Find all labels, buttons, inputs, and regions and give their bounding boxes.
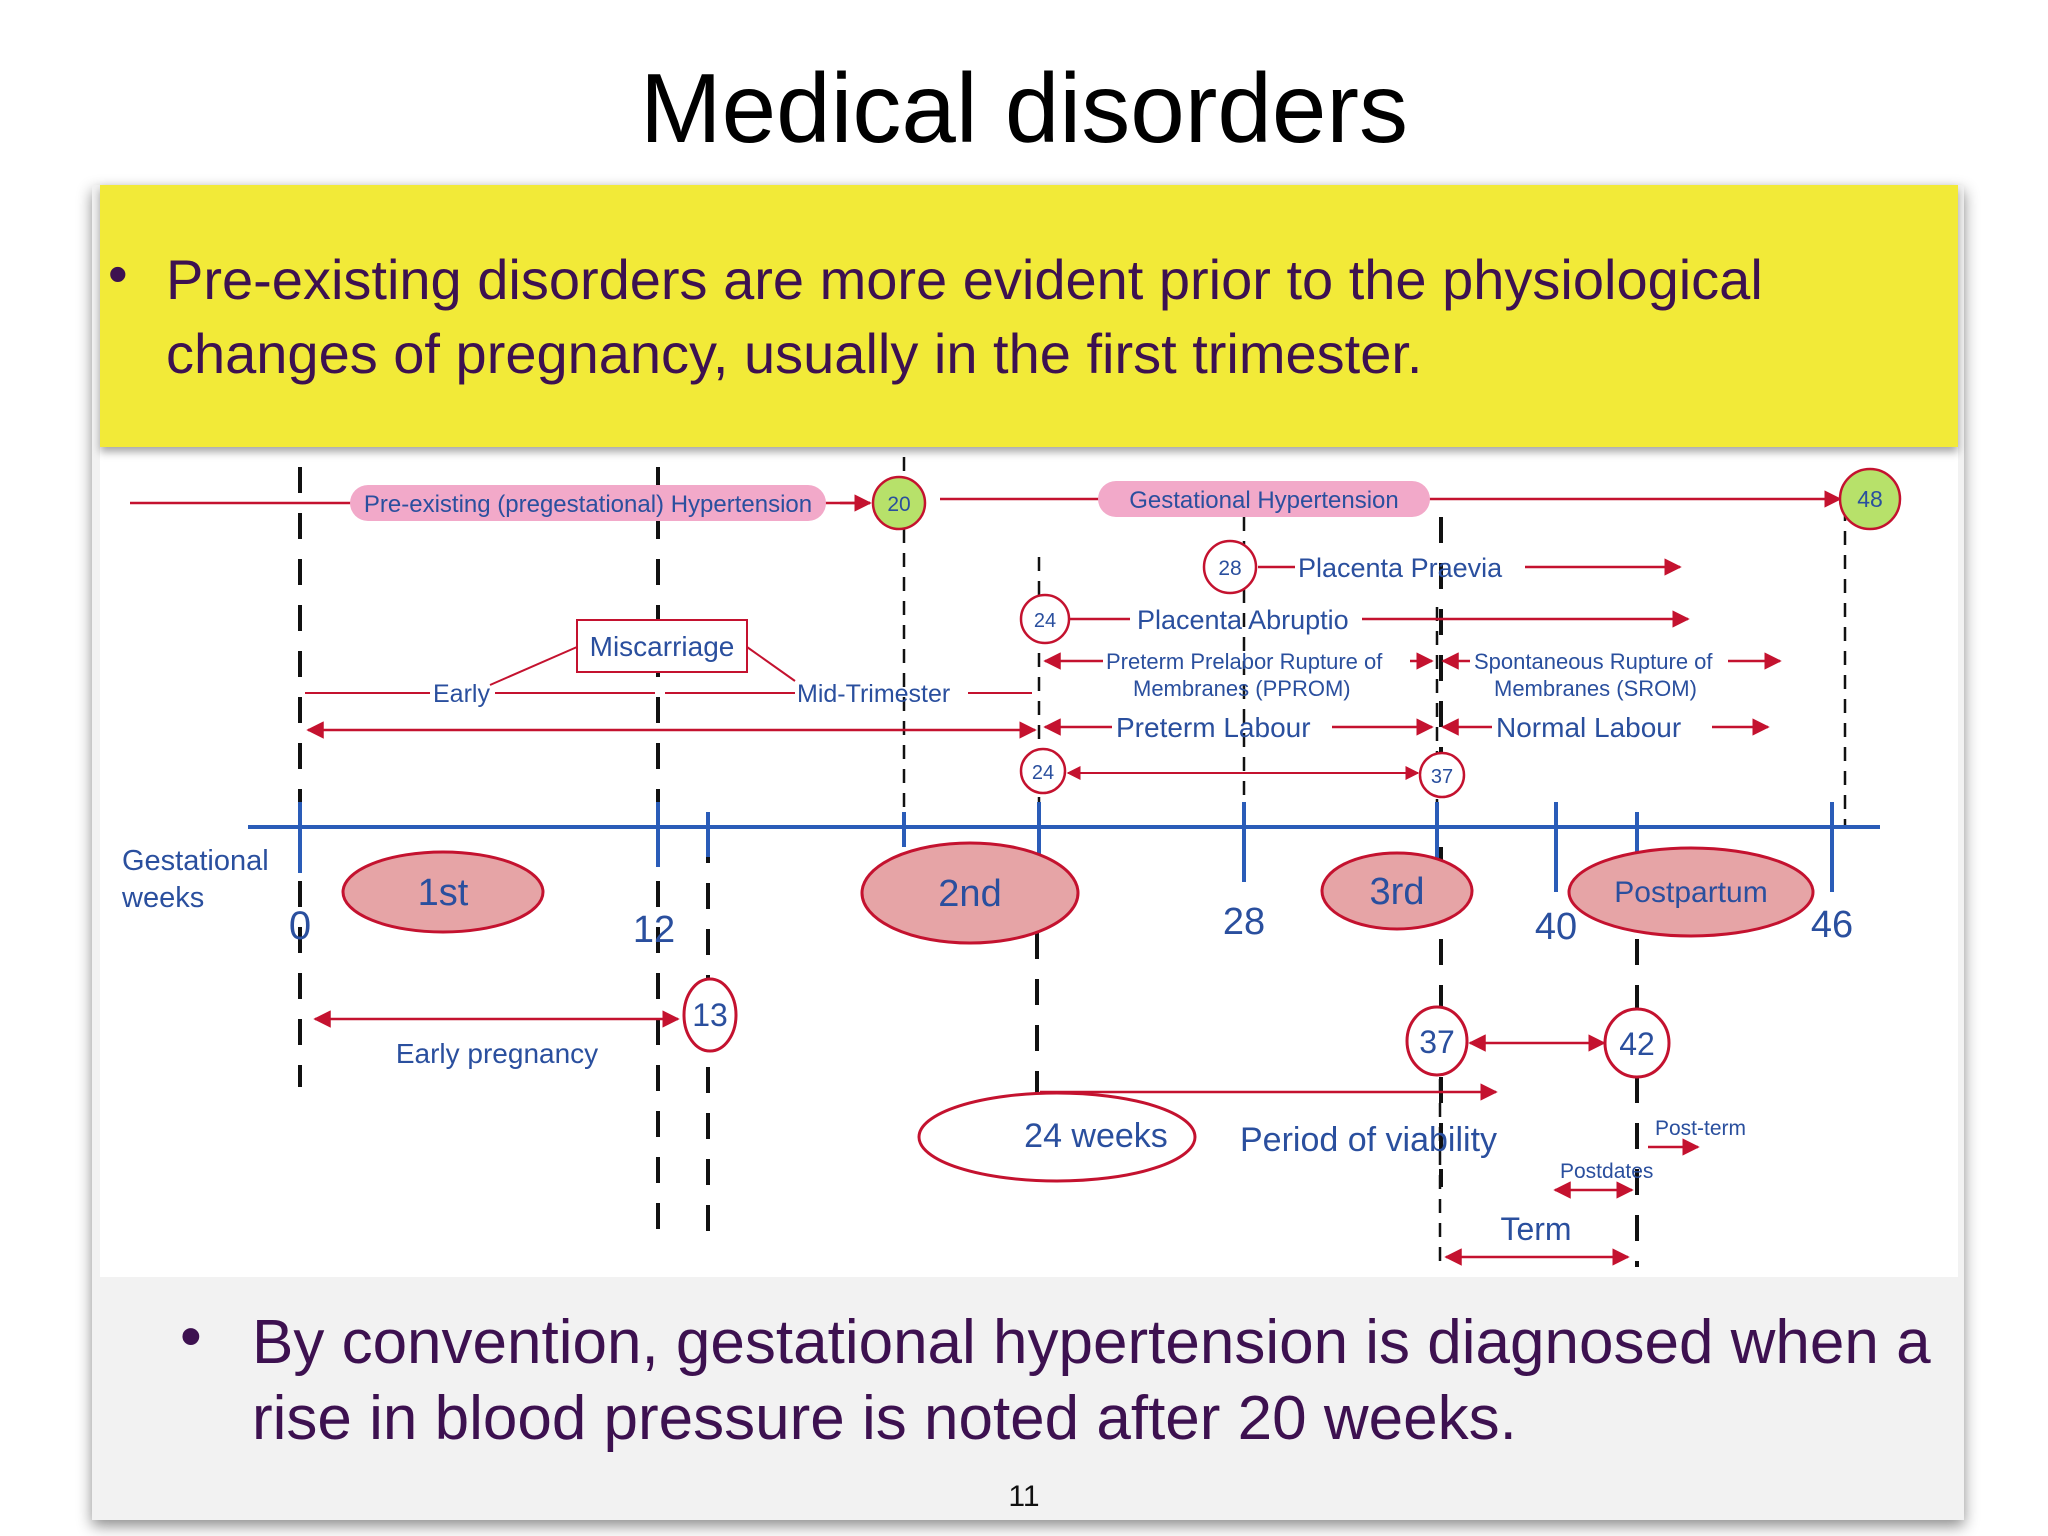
- preexisting-hypertension-pill: [350, 485, 826, 521]
- postpartum-oval: [1567, 846, 1815, 938]
- bullet-text: By convention, gestational hypertension …: [252, 1308, 1931, 1453]
- marker-24: [1019, 747, 1067, 795]
- trimester-3rd-label: 3rd: [1370, 871, 1425, 913]
- normal-labour-label: Normal Labour: [1496, 712, 1681, 743]
- tick-label-40: 40: [1535, 906, 1577, 948]
- post-term-label: Post-term: [1655, 1117, 1746, 1140]
- preexisting-hypertension-label: Pre-existing (pregestational) Hypertensi…: [364, 491, 812, 518]
- marker-13: [682, 977, 738, 1053]
- marker-20-label: 20: [887, 493, 910, 516]
- miscarriage-label: Miscarriage: [590, 631, 735, 662]
- pprom-label-line1: Preterm Prelabor Rupture of: [1106, 649, 1383, 674]
- tick-label-28: 28: [1223, 901, 1265, 943]
- marker-28-label: 28: [1218, 557, 1241, 580]
- postpartum-label: Postpartum: [1614, 876, 1767, 909]
- marker-24-abruptio-label: 24: [1034, 610, 1056, 632]
- weeks-24-label: 24 weeks: [1024, 1117, 1168, 1155]
- tick-label-12: 12: [633, 909, 675, 951]
- marker-37-preterm: [1418, 751, 1466, 799]
- marker-37-term: [1405, 1005, 1469, 1077]
- marker-48-label: 48: [1857, 486, 1883, 512]
- bullet-dot: •: [180, 1302, 202, 1371]
- trimester-2nd-oval: [860, 841, 1080, 945]
- axis-label-line2: weeks: [121, 882, 204, 914]
- trimester-1st-label: 1st: [418, 872, 469, 914]
- marker-37-preterm-label: 37: [1431, 766, 1453, 788]
- highlight-box: [100, 185, 1958, 447]
- srom-label-line2: Membranes (SROM): [1494, 676, 1697, 701]
- axis-label-line1: Gestational: [122, 845, 269, 877]
- trimester-1st-oval: [341, 850, 545, 934]
- marker-24-abruptio: [1019, 593, 1071, 645]
- miscarriage-box: [576, 619, 748, 673]
- bullet-preexisting: • Pre-existing disorders are more eviden…: [100, 242, 1950, 391]
- placenta-praevia-label: Placenta Praevia: [1298, 553, 1503, 583]
- early-pregnancy-label: Early pregnancy: [396, 1038, 598, 1069]
- gestational-hypertension-pill: [1098, 481, 1430, 517]
- tick-label-46: 46: [1811, 904, 1853, 946]
- srom-label-line1: Spontaneous Rupture of: [1474, 649, 1713, 674]
- weeks-24-oval: [917, 1091, 1197, 1183]
- term-label: Term: [1500, 1211, 1571, 1247]
- page-number: 11: [1008, 1480, 1040, 1513]
- trimester-3rd-oval: [1320, 851, 1474, 931]
- period-of-viability-label: Period of viability: [1240, 1121, 1497, 1159]
- bullet-dot: •: [108, 242, 128, 305]
- preterm-labour-label: Preterm Labour: [1116, 712, 1311, 743]
- marker-28-praevia: [1202, 539, 1258, 595]
- trimester-2nd-label: 2nd: [938, 873, 1001, 915]
- marker-42-label: 42: [1619, 1026, 1655, 1062]
- miscarriage-early-label: Early: [433, 680, 490, 708]
- bullet-text: Pre-existing disorders are more evident …: [166, 248, 1763, 385]
- placenta-abruptio-label: Placenta Abruptio: [1137, 605, 1349, 635]
- marker-20: [871, 475, 927, 531]
- marker-48: [1838, 467, 1902, 531]
- marker-42: [1603, 1007, 1671, 1079]
- bullet-gestational-hypertension: • By convention, gestational hypertensio…: [180, 1302, 1960, 1457]
- pregnancy-timeline-diagram: Pre-existing (pregestational) Hypertensi…: [100, 447, 1958, 1277]
- pprom-label-line2: Membranes (PPROM): [1133, 676, 1351, 701]
- gestational-hypertension-label: Gestational Hypertension: [1129, 487, 1398, 514]
- marker-37-term-label: 37: [1419, 1024, 1455, 1060]
- slide-title: Medical disorders: [640, 53, 1408, 163]
- miscarriage-mid-trimester-label: Mid-Trimester: [797, 680, 950, 708]
- marker-13-label: 13: [692, 997, 728, 1033]
- marker-24-label: 24: [1032, 762, 1054, 784]
- postdates-label: Postdates: [1560, 1160, 1653, 1183]
- tick-label-0: 0: [289, 904, 311, 948]
